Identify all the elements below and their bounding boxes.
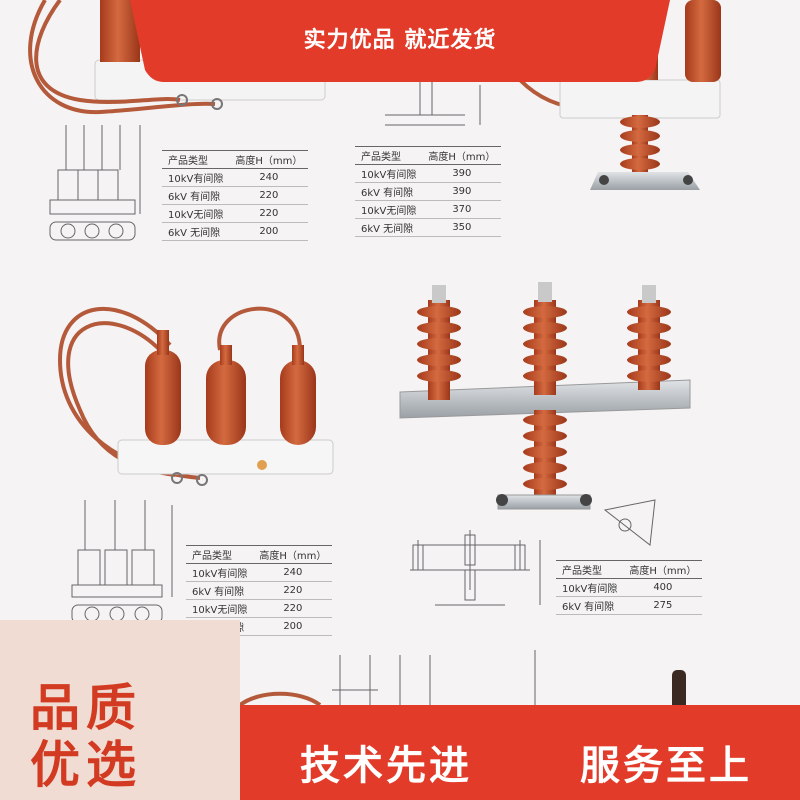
table-header: 高度H（mm） <box>623 560 703 579</box>
table-header: 高度H（mm） <box>253 545 333 564</box>
table-header: 产品类型 <box>355 146 423 165</box>
spec-table-top-left: 产品类型 高度H（mm） 10kV有间隙 240 6kV 有间隙 220 10k… <box>162 150 309 241</box>
table-cell: 400 <box>623 578 703 597</box>
table-header: 产品类型 <box>186 545 254 564</box>
arrester-middle-right <box>399 282 691 510</box>
table-row: 10kV有间隙 240 <box>162 168 309 187</box>
arrester-bottom-right-partial <box>672 670 686 710</box>
table-row: 6kV 无间隙 350 <box>355 218 502 237</box>
table-cell: 6kV 有间隙 <box>162 186 230 205</box>
table-row: 6kV 有间隙 220 <box>186 581 333 600</box>
table-cell: 240 <box>229 168 309 187</box>
table-cell: 6kV 有间隙 <box>355 182 423 201</box>
table-cell: 10kV有间隙 <box>186 563 254 582</box>
table-cell: 6kV 有间隙 <box>556 596 624 615</box>
table-cell: 390 <box>422 182 502 201</box>
spec-table-top-right: 产品类型 高度H（mm） 10kV有间隙 390 6kV 有间隙 390 10k… <box>355 146 502 237</box>
table-cell: 220 <box>229 186 309 205</box>
table-row: 6kV 有间隙 275 <box>556 596 703 615</box>
table-cell: 10kV有间隙 <box>355 164 423 183</box>
bottom-banner-text-left: 技术先进 <box>300 743 472 789</box>
bottom-banner-text-right: 服务至上 <box>580 743 752 789</box>
table-cell: 6kV 无间隙 <box>355 218 423 237</box>
table-cell: 200 <box>229 222 309 241</box>
spec-table-middle-right: 产品类型 高度H（mm） 10kV有间隙 400 6kV 有间隙 275 <box>556 560 703 615</box>
table-row: 6kV 有间隙 220 <box>162 186 309 205</box>
table-cell: 390 <box>422 164 502 183</box>
table-cell: 10kV无间隙 <box>186 599 254 618</box>
table-cell: 6kV 无间隙 <box>162 222 230 241</box>
table-row: 10kV无间隙 220 <box>162 204 309 223</box>
table-header: 高度H（mm） <box>229 150 309 169</box>
top-banner-text: 实力优品 就近发货 <box>303 28 497 53</box>
table-header-row: 产品类型 高度H（mm） <box>186 545 333 564</box>
table-cell: 275 <box>623 596 703 615</box>
bottom-banner-shape <box>240 705 800 800</box>
dimension-drawing-top-left <box>49 125 141 241</box>
dimension-drawing-bottom <box>332 650 536 705</box>
table-header-row: 产品类型 高度H（mm） <box>162 150 309 169</box>
dimension-drawing-middle-right <box>410 499 656 606</box>
table-cell: 350 <box>422 218 502 237</box>
table-row: 10kV有间隙 390 <box>355 164 502 183</box>
dimension-drawing-middle-left <box>71 500 173 624</box>
table-cell: 10kV无间隙 <box>355 200 423 219</box>
table-header-row: 产品类型 高度H（mm） <box>355 146 502 165</box>
table-cell: 10kV无间隙 <box>162 204 230 223</box>
table-cell: 370 <box>422 200 502 219</box>
table-row: 10kV有间隙 240 <box>186 563 333 582</box>
arrester-middle-left <box>57 306 334 486</box>
table-cell: 10kV有间隙 <box>556 578 624 597</box>
cable-bottom-partial <box>238 691 322 707</box>
table-row: 10kV无间隙 370 <box>355 200 502 219</box>
table-cell: 200 <box>253 617 333 636</box>
table-cell: 10kV有间隙 <box>162 168 230 187</box>
table-header: 产品类型 <box>556 560 624 579</box>
quality-badge-line2: 优选 <box>30 736 142 794</box>
table-cell: 220 <box>253 581 333 600</box>
table-row: 6kV 无间隙 200 <box>162 222 309 241</box>
table-row: 10kV无间隙 220 <box>186 599 333 618</box>
table-row: 6kV 有间隙 390 <box>355 182 502 201</box>
table-header: 高度H（mm） <box>422 146 502 165</box>
table-cell: 220 <box>229 204 309 223</box>
table-header-row: 产品类型 高度H（mm） <box>556 560 703 579</box>
table-cell: 220 <box>253 599 333 618</box>
table-header: 产品类型 <box>162 150 230 169</box>
table-row: 10kV有间隙 400 <box>556 578 703 597</box>
dimension-drawing-top-middle <box>385 82 481 126</box>
table-cell: 240 <box>253 563 333 582</box>
quality-badge: 品质 优选 <box>0 620 240 800</box>
top-banner-shape <box>130 0 670 82</box>
quality-badge-line1: 品质 <box>30 679 142 737</box>
table-cell: 6kV 有间隙 <box>186 581 254 600</box>
